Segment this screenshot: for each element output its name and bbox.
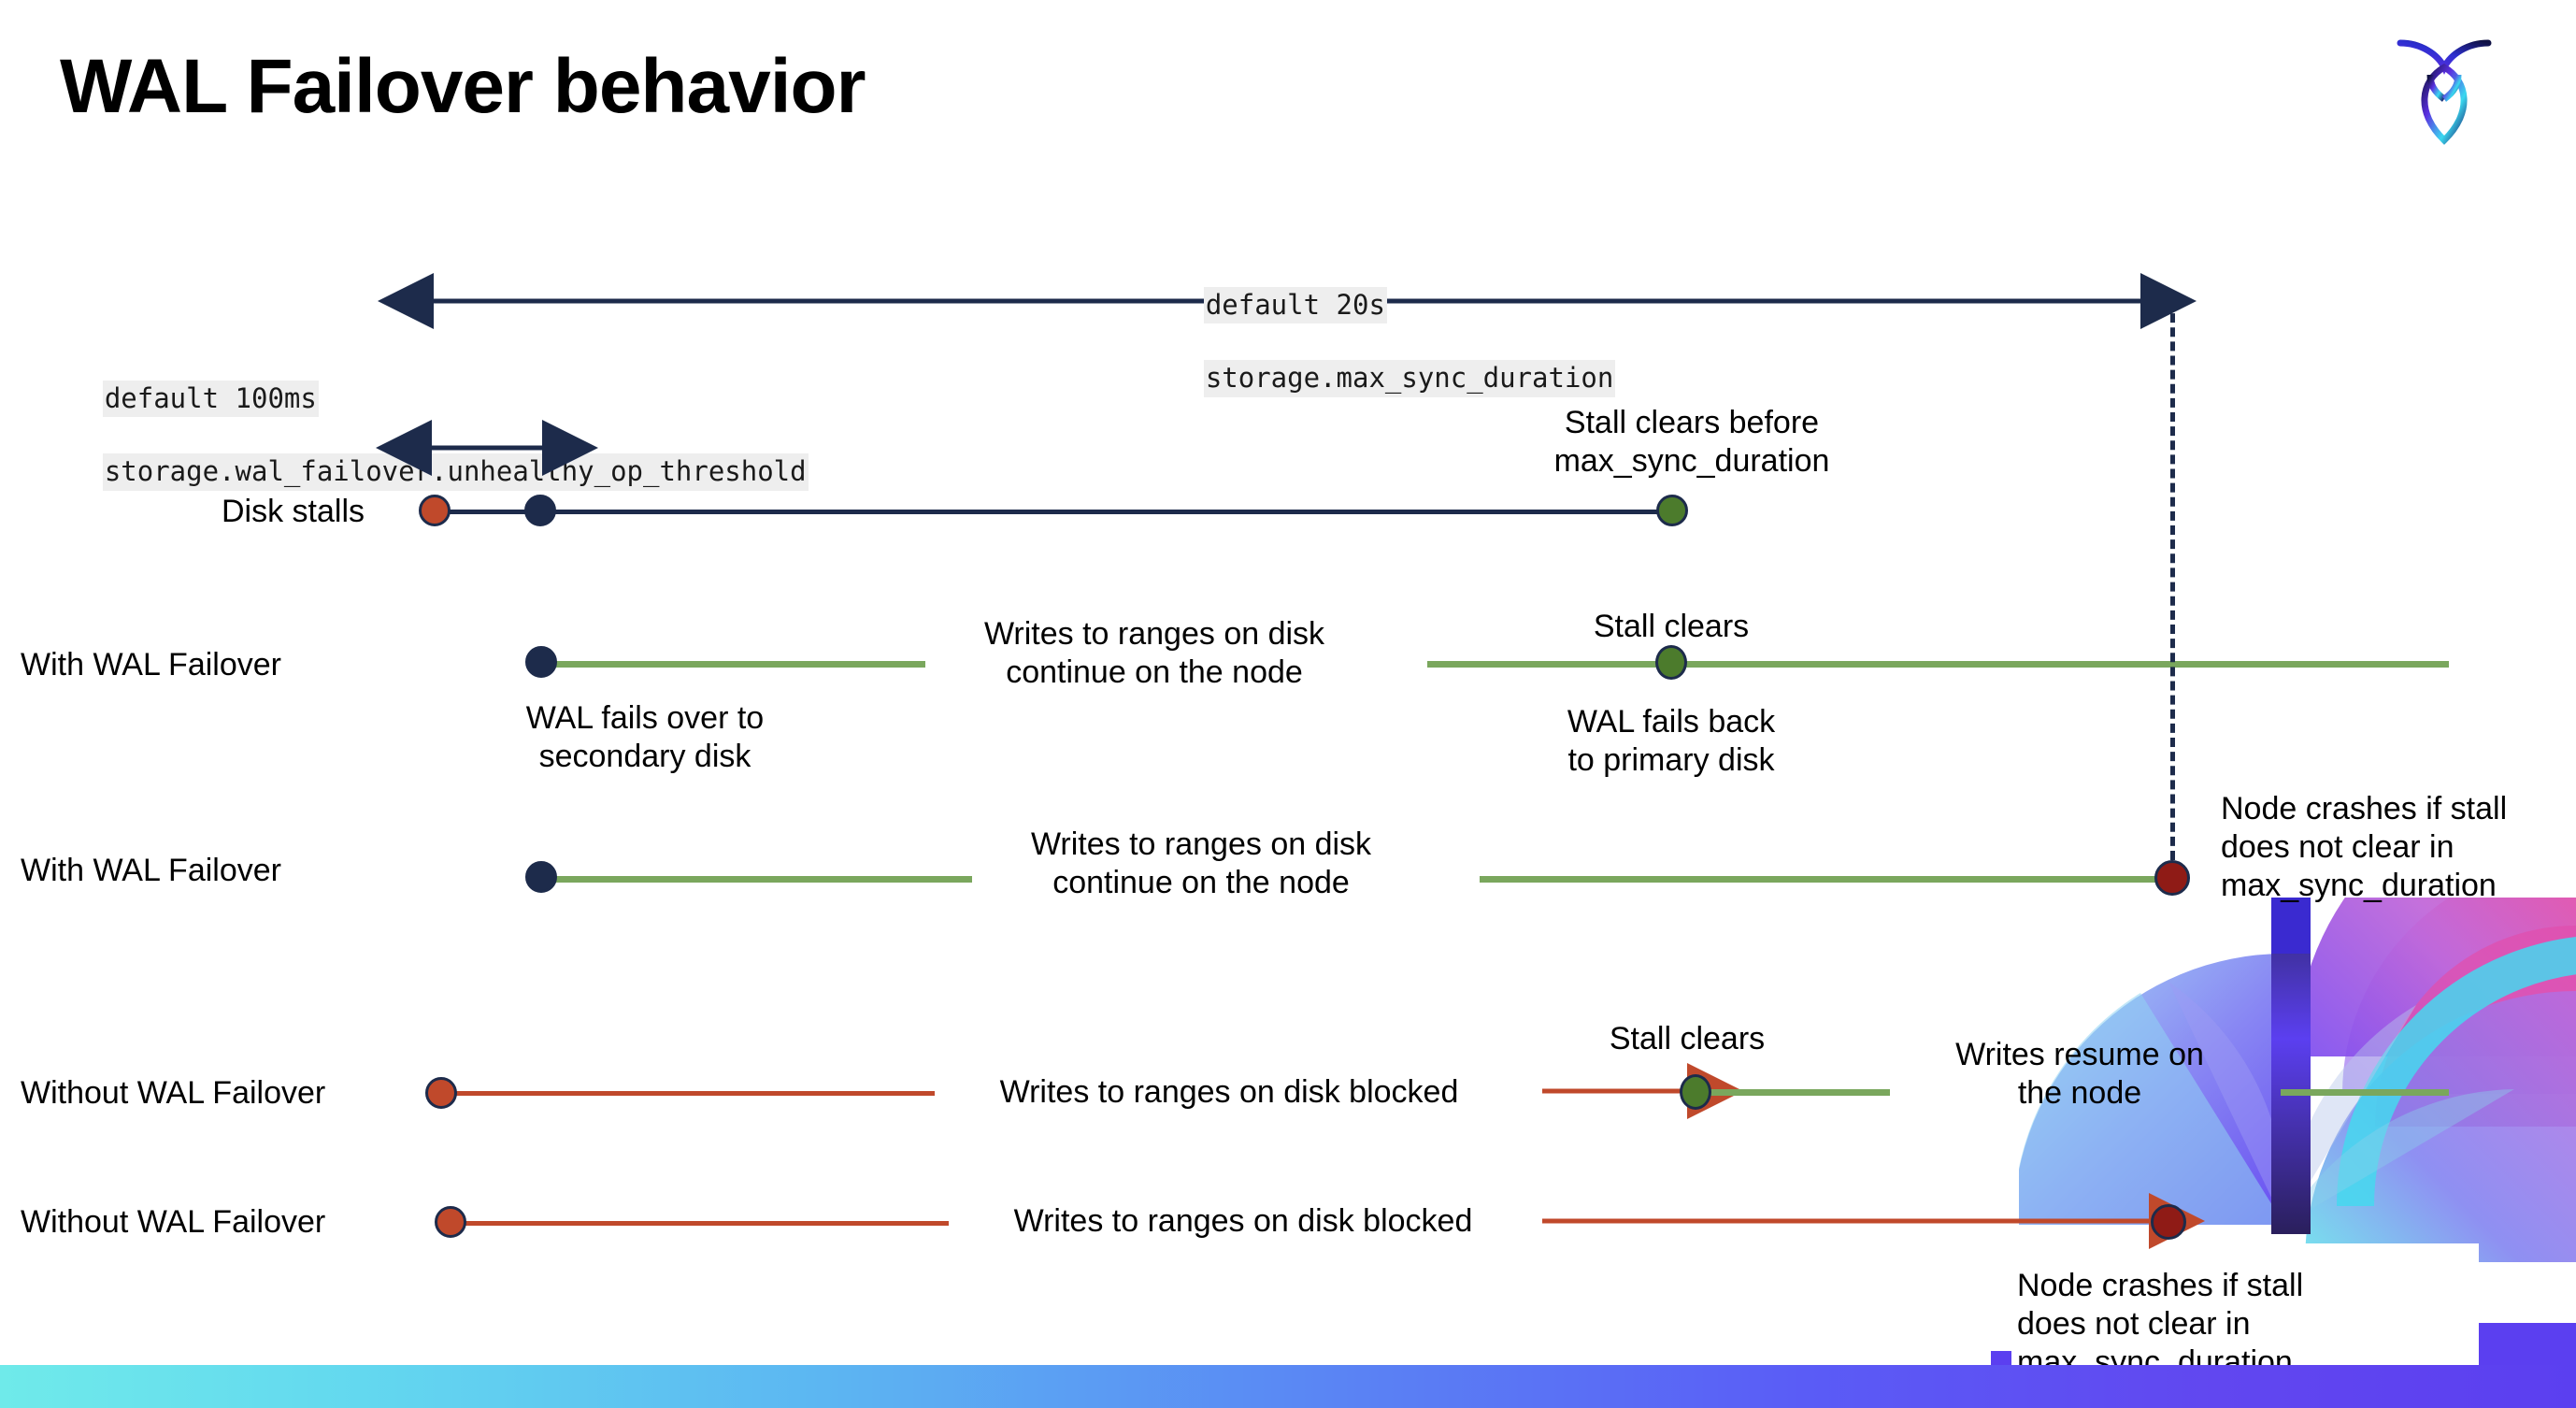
with-wal-failover-2-segment-a xyxy=(542,876,972,883)
with-wal-failover-2-segment-b xyxy=(1480,876,2171,883)
row-label-without-wal-failover-2: Without WAL Failover xyxy=(21,1204,326,1240)
note-stall-clears-2: Stall clears xyxy=(1609,1021,1766,1056)
without-wal-failover-1-start-dot-icon xyxy=(425,1077,457,1109)
disk-stalls-start-dot-icon xyxy=(419,495,451,526)
note-writes-blocked-1: Writes to ranges on disk blocked xyxy=(999,1074,1459,1110)
note-wal-fails-over: WAL fails over to secondary disk xyxy=(525,700,765,774)
max-sync-duration-dashed-guide xyxy=(2170,299,2175,860)
without-wal-failover-1-resume-segment-b xyxy=(2281,1089,2449,1096)
cockroach-labs-logo-icon xyxy=(2393,26,2496,148)
max-sync-duration-setting-chip: default 20s storage.max_sync_duration xyxy=(1138,251,1616,434)
without-wal-failover-1-clear-dot-icon xyxy=(1680,1074,1711,1110)
note-node-crashes-1: Node crashes if stall does not clear in … xyxy=(2221,791,2508,903)
max-sync-default-text: default 20s xyxy=(1203,287,1387,324)
with-wal-failover-1-segment-b xyxy=(1427,661,2449,668)
with-wal-failover-1-segment-a xyxy=(542,661,925,668)
max-sync-setting-text: storage.max_sync_duration xyxy=(1203,360,1616,397)
without-wal-failover-2-blocked-arrow xyxy=(1542,1193,2205,1249)
note-wal-fails-back: WAL fails back to primary disk xyxy=(1567,704,1776,778)
note-writes-continue-1: Writes to ranges on disk continue on the… xyxy=(983,616,1325,690)
without-wal-failover-1-blocked-segment-a xyxy=(449,1091,935,1096)
page-title: WAL Failover behavior xyxy=(60,44,866,129)
bottom-gradient-bar xyxy=(0,1365,2576,1408)
without-wal-failover-2-crash-dot-icon xyxy=(2151,1204,2186,1240)
without-wal-failover-1-blocked-arrow xyxy=(1542,1063,1743,1119)
with-wal-failover-2-failover-dot-icon xyxy=(525,861,557,893)
note-node-crashes-2: Node crashes if stall does not clear in … xyxy=(2017,1268,2304,1380)
note-stall-clears-1: Stall clears xyxy=(1593,609,1750,644)
note-stall-clears-before-max-sync: Stall clears before max_sync_duration xyxy=(1553,405,1830,479)
decorative-mask-left xyxy=(1991,1080,2019,1351)
row-label-disk-stalls: Disk stalls xyxy=(222,494,365,529)
unhealthy-op-default-text: default 100ms xyxy=(102,381,319,418)
disk-stalls-threshold-dot-icon xyxy=(524,495,556,526)
row-label-without-wal-failover-1: Without WAL Failover xyxy=(21,1075,326,1111)
row-label-with-wal-failover-2: With WAL Failover xyxy=(21,853,281,888)
row-label-with-wal-failover-1: With WAL Failover xyxy=(21,647,281,682)
note-writes-continue-2: Writes to ranges on disk continue on the… xyxy=(1030,826,1372,900)
with-wal-failover-2-crash-dot-icon xyxy=(2154,860,2190,896)
with-wal-failover-1-clear-dot-icon xyxy=(1655,645,1687,680)
note-writes-resume: Writes resume on the node xyxy=(1955,1037,2204,1111)
note-writes-blocked-2: Writes to ranges on disk blocked xyxy=(1013,1203,1473,1239)
with-wal-failover-1-failover-dot-icon xyxy=(525,646,557,678)
without-wal-failover-2-start-dot-icon xyxy=(435,1206,466,1238)
unhealthy-op-threshold-span-arrow xyxy=(376,420,598,476)
without-wal-failover-2-blocked-segment-a xyxy=(458,1221,949,1226)
without-wal-failover-1-resume-segment xyxy=(1707,1089,1890,1096)
disk-stalls-clear-dot-icon xyxy=(1656,495,1688,526)
disk-stalls-timeline xyxy=(439,510,1681,514)
